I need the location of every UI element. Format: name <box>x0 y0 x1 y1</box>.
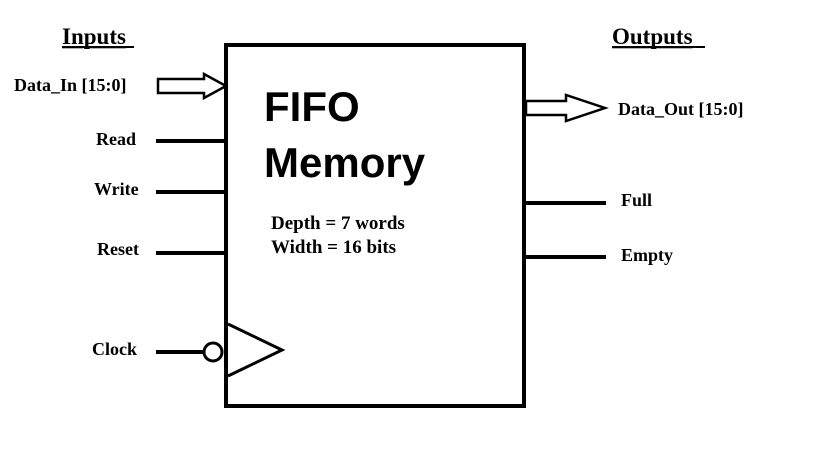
data-in-bus-arrow <box>156 71 229 101</box>
empty-label: Empty <box>621 245 673 265</box>
clock-inversion-bubble <box>202 341 224 363</box>
block-title-line2: Memory <box>264 139 426 186</box>
depth-label: Depth = 7 words <box>271 213 405 234</box>
full-label: Full <box>621 190 652 210</box>
read-label: Read <box>96 129 136 149</box>
clock-label: Clock <box>92 339 137 359</box>
data-in-label: Data_In [15:0] <box>14 75 127 95</box>
width-label: Width = 16 bits <box>271 237 396 258</box>
data-out-bus-arrow <box>524 93 609 123</box>
block-title-line1: FIFO <box>264 83 360 130</box>
inputs-header: Inputs <box>62 24 126 49</box>
clock-edge-triangle <box>227 322 286 378</box>
data-out-label: Data_Out [15:0] <box>618 99 743 119</box>
fifo-block <box>224 43 526 408</box>
reset-label: Reset <box>97 239 139 259</box>
write-label: Write <box>94 179 139 199</box>
outputs-header: Outputs <box>612 24 693 49</box>
